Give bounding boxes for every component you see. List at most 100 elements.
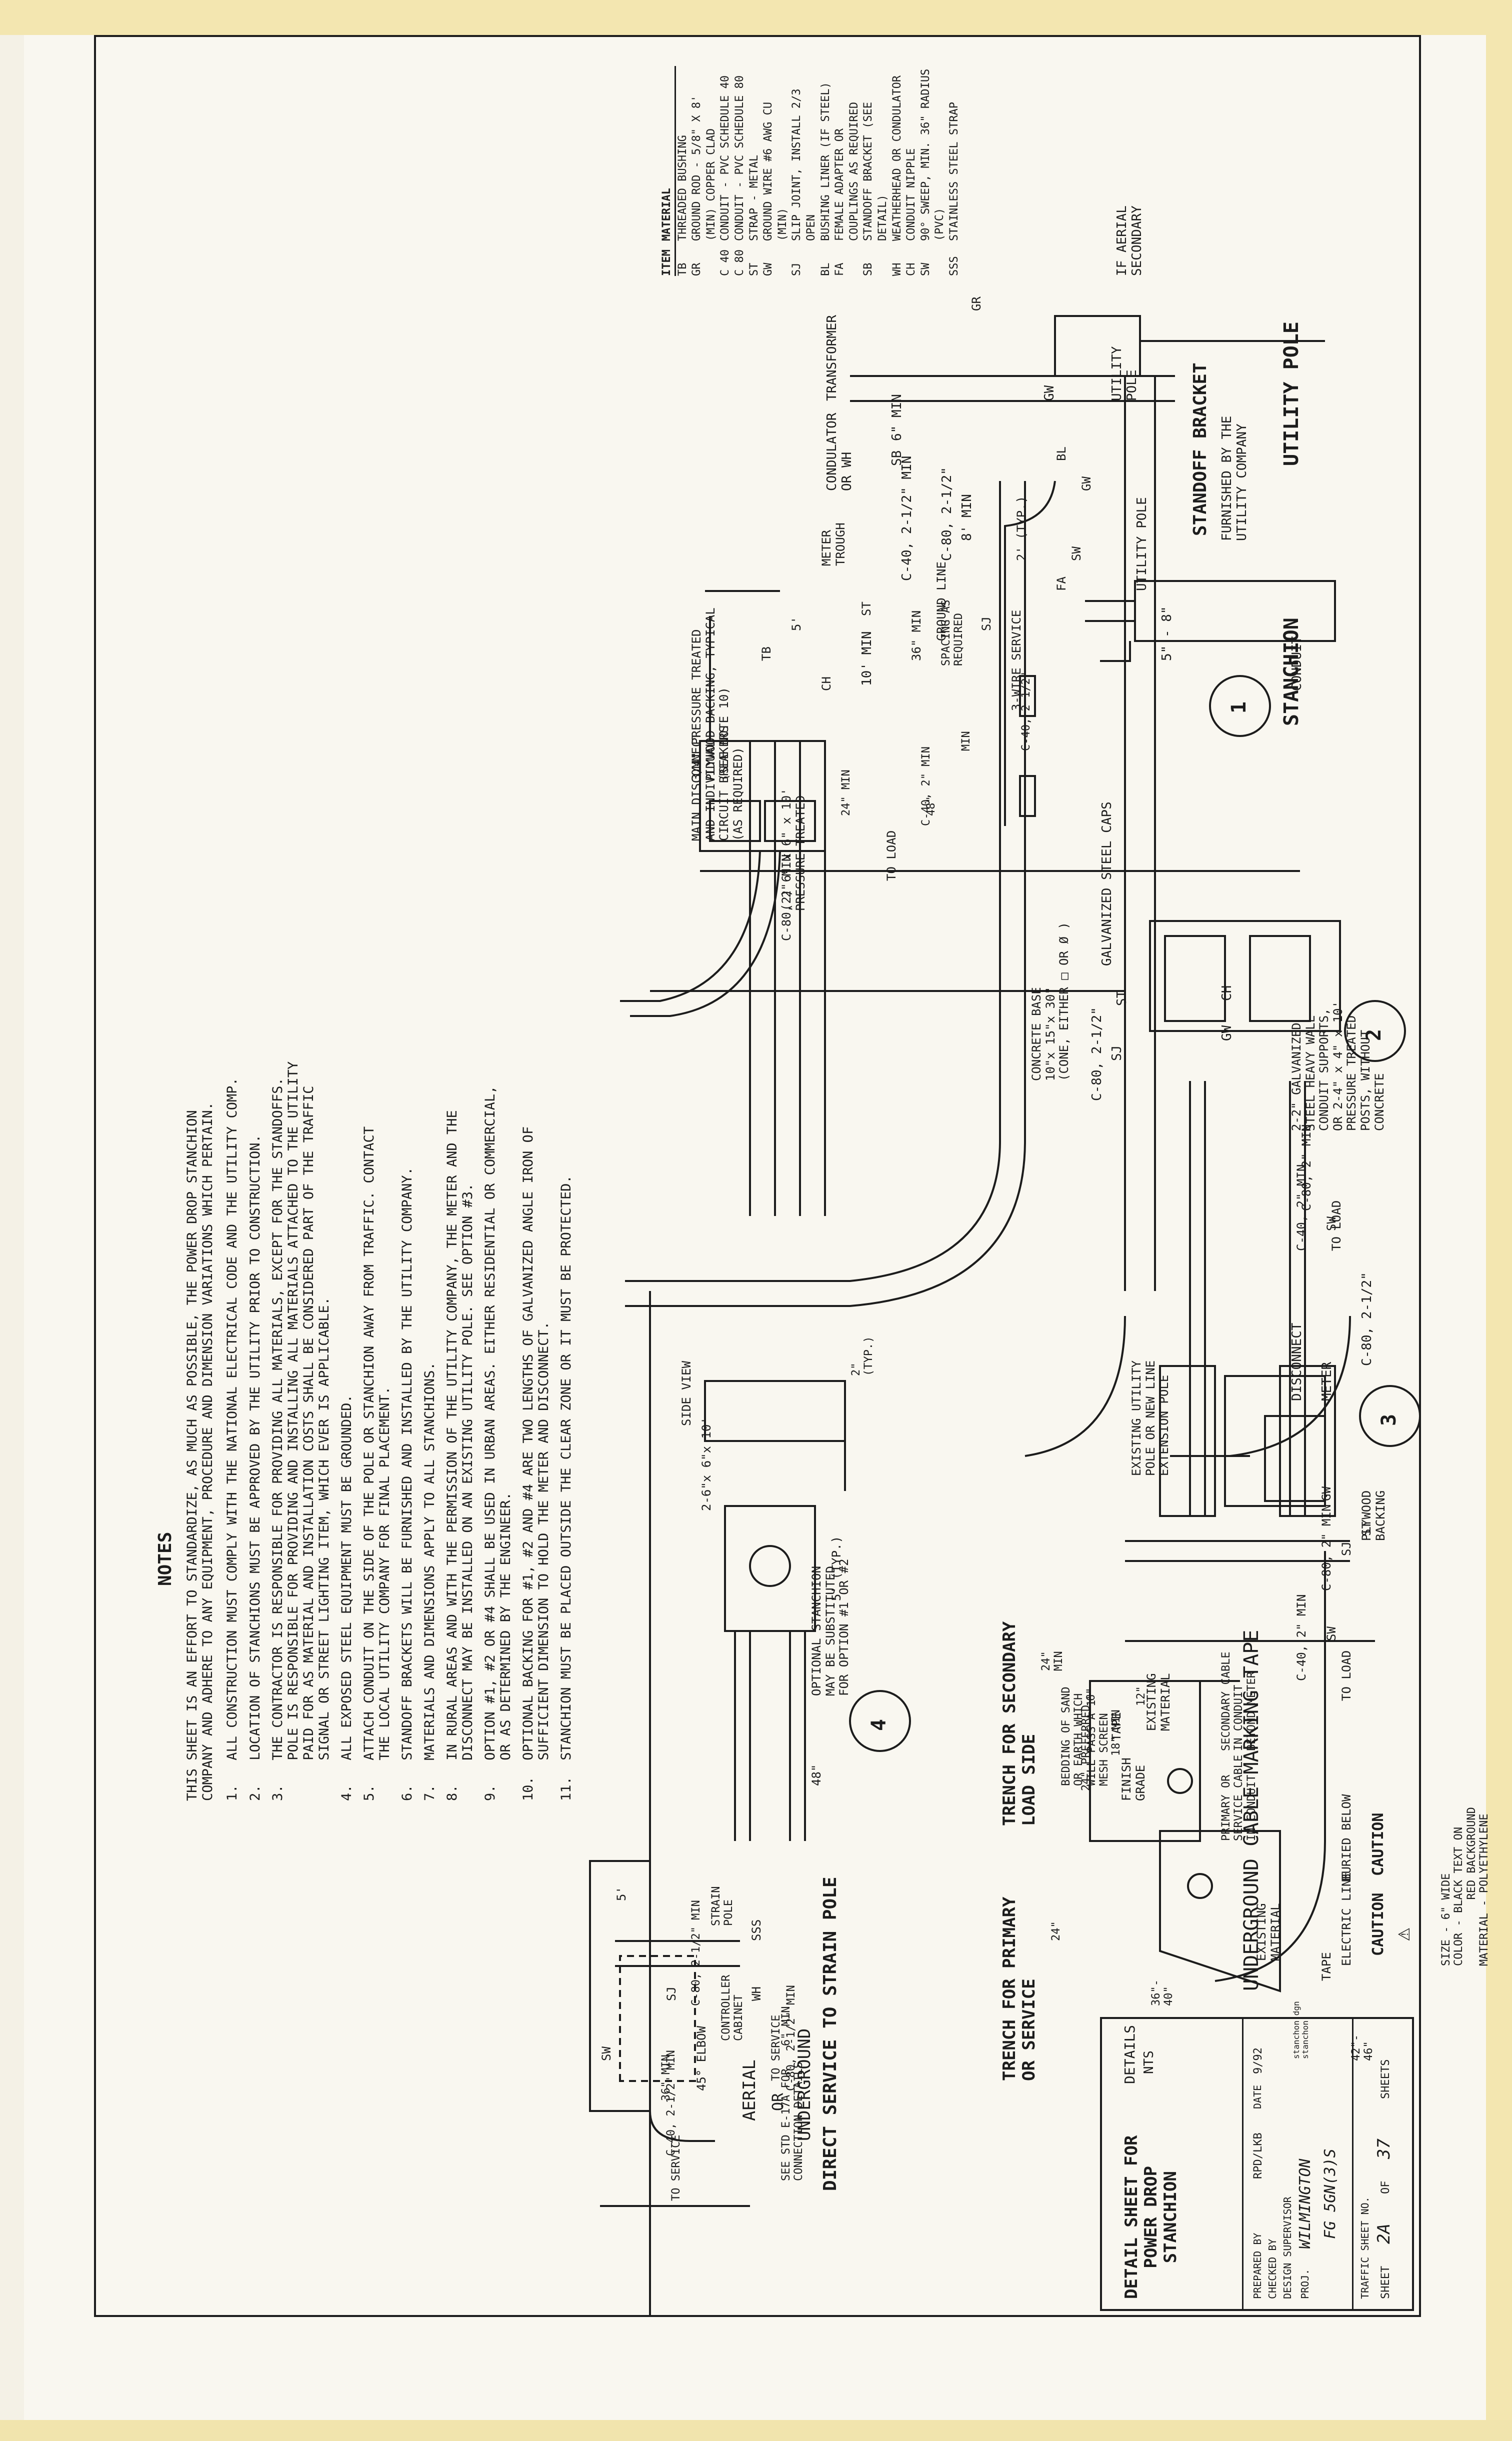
- material-item-code: SSS: [948, 256, 960, 276]
- label-existing-material-left: EXISTING MATERIAL: [1144, 1673, 1172, 1731]
- traffic-sheet-label: TRAFFIC SHEET NO.: [1359, 2196, 1371, 2299]
- label-sss: SSS: [750, 1919, 764, 1941]
- label-to-service-2: TO SERVICE: [670, 2134, 682, 2201]
- proj-value: WILMINGTON: [1296, 2158, 1314, 2249]
- label-transformer: TRANSFORMER: [824, 314, 840, 401]
- standoff-utility-pole-label: UTILITY POLE: [1134, 497, 1150, 591]
- label-bl: BL: [1054, 446, 1068, 461]
- label-strain-pole: STRAIN POLE: [710, 1886, 736, 1926]
- detail-1-marker: 1: [1228, 701, 1250, 714]
- material-item-code: GW: [762, 262, 775, 276]
- label-galvanized-steel-caps: GALVANIZED STEEL CAPS: [1100, 802, 1114, 966]
- label-tb: TB: [760, 646, 774, 661]
- label-tape-specs: SIZE - 6" WIDE COLOR - BLACK TEXT ON RED…: [1440, 1807, 1490, 1966]
- prepared-by-value: RPD/LKB: [1252, 2132, 1264, 2179]
- proj-label: PROJ.: [1299, 2268, 1311, 2299]
- detail-2-circle: [1344, 1000, 1406, 1062]
- material-description: CONDUIT - PVC SCHEDULE 80: [733, 75, 746, 241]
- caution-triangle-icon: ⚠: [1390, 1928, 1415, 1942]
- label-to-load-d3: TO LOAD: [1340, 1650, 1354, 1701]
- label-to-load-d2: TO LOAD: [1330, 1200, 1344, 1251]
- label-12in: 12": [1135, 1686, 1148, 1706]
- label-6in-min: 6" MIN: [890, 394, 904, 441]
- strain-pole-title: DIRECT SERVICE TO STRAIN POLE: [820, 1876, 840, 2191]
- label-c80-2min: C-80, 2" MIN: [780, 854, 794, 941]
- label-48in-d4: 48": [810, 1764, 824, 1786]
- label-c80: C-80, 2-1/2": [940, 467, 954, 561]
- design-supervisor-label: DESIGN SUPERVISOR: [1282, 2196, 1294, 2299]
- note-item: 3. THE CONTRACTOR IS RESPONSIBLE FOR PRO…: [270, 1061, 332, 1801]
- label-if-aerial-secondary: IF AERIAL SECONDARY: [1114, 206, 1144, 276]
- note-item: 5. ATTACH CONDUIT ON THE SIDE OF THE POL…: [361, 1126, 392, 1801]
- label-5ft-strain: 5': [614, 1886, 628, 1901]
- label-gw-d2: GW: [1220, 1025, 1234, 1041]
- label-36-40in: 36"- 40": [1150, 1980, 1176, 2006]
- label-sw-strain: SW: [600, 2046, 614, 2061]
- label-min: MIN: [960, 731, 972, 751]
- label-main-disconnect: MAIN DISCONNECT AND INDIVIDUAL CIRCUIT B…: [690, 725, 745, 841]
- label-finish-grade: FINISH GRADE: [1120, 1758, 1148, 1801]
- label-existing-pole-d3: EXISTING UTILITY POLE OR NEW LINE EXTENS…: [1130, 1360, 1172, 1476]
- label-sw-pole: SW: [1070, 546, 1084, 561]
- label-c80-top-d3: C-80, 2-1/2": [1360, 1272, 1374, 1366]
- standoff-bracket-title: STANDOFF BRACKET: [1190, 362, 1210, 536]
- trench-primary-title: TRENCH FOR PRIMARY OR SERVICE: [1000, 1896, 1040, 2081]
- label-10ft-min: 10' MIN: [860, 631, 874, 686]
- label-meter-d3: METER: [1320, 1362, 1334, 1401]
- material-item-code: TB: [676, 262, 689, 276]
- sheet-title: DETAIL SHEET FOR POWER DROP STANCHION: [1122, 2135, 1181, 2299]
- label-sw-d3: SW: [1324, 1626, 1338, 1641]
- label-gr-pole: GR: [970, 296, 984, 311]
- sheet-number: 2A: [1374, 2224, 1394, 2244]
- utility-pole-title: UTILITY POLE: [1280, 322, 1303, 466]
- note-item: 2. LOCATION OF STANCHIONS MUST BE APPROV…: [247, 1134, 263, 1801]
- label-existing-material-right: EXISTING MATERIAL: [1254, 1903, 1282, 1961]
- material-item-code: ST: [748, 262, 760, 276]
- detail-3-drawing: [1125, 1375, 1421, 1982]
- label-underground: UNDERGROUND: [794, 2028, 814, 2141]
- material-description: GROUND WIRE #6 AWG CU (MIN): [762, 102, 789, 241]
- label-or: OR: [770, 2092, 787, 2111]
- label-sj-pole: SJ: [980, 616, 994, 631]
- checked-by-label: CHECKED BY: [1266, 2238, 1278, 2299]
- material-item-code: C 40: [719, 250, 732, 276]
- material-item-code: SB: [862, 262, 875, 276]
- material-description: CONDUIT NIPPLE: [905, 148, 918, 241]
- total-sheets: 37: [1374, 2138, 1394, 2159]
- details-label: DETAILS: [1122, 2024, 1138, 2084]
- label-c40-2min-d2: C-40, 2" MIN: [1294, 1164, 1308, 1251]
- label-controller-cabinet: CONTROLLER CABINET: [720, 1974, 746, 2041]
- label-sj-d3: SJ: [1340, 1542, 1354, 1556]
- label-6in: 6": [1085, 1688, 1098, 1702]
- label-buried-below: BURIED BELOW: [1340, 1794, 1354, 1881]
- label-ch-d2: CH: [1220, 985, 1234, 1001]
- standoff-dim-label: 5" - 8": [1160, 606, 1174, 661]
- material-description: THREADED BUSHING: [676, 135, 689, 241]
- label-st-d2: ST: [1114, 990, 1130, 1006]
- label-sj-strain: SJ: [664, 1986, 678, 2001]
- detail-3-marker: 3: [1378, 1414, 1400, 1426]
- label-secondary-cable: SECONDARY CABLE IN CONDUIT BEYOND METER: [1220, 1652, 1258, 1751]
- label-24in: 24": [1050, 1921, 1062, 1941]
- bottom-tape-strip: [0, 2420, 1512, 2441]
- label-24in-min-trench: 24" MIN: [1040, 1651, 1066, 1671]
- transformer-shape: [1054, 315, 1141, 377]
- detail-4-drawing: [704, 1380, 911, 1841]
- detail-1-circle: [1209, 675, 1271, 737]
- sheets-label: SHEETS: [1380, 2059, 1392, 2099]
- label-c40-2min: C-40, 2" MIN: [920, 746, 932, 826]
- note-item: 6. STANDOFF BRACKETS WILL BE FURNISHED A…: [399, 1167, 415, 1801]
- detail-2-drawing: [1024, 920, 1406, 1517]
- material-table-header-item: ITEM: [660, 250, 673, 276]
- material-description: 90° SWEEP, MIN. 36" RADIUS (PVC): [919, 68, 946, 241]
- label-steel-posts: 2-2" GALVANIZED STEEL HEAVY WALL CONDUIT…: [1290, 1000, 1386, 1131]
- label-2ft-typ: 2' (TYP.): [1014, 496, 1028, 561]
- trench-drawing: [1089, 1640, 1375, 1992]
